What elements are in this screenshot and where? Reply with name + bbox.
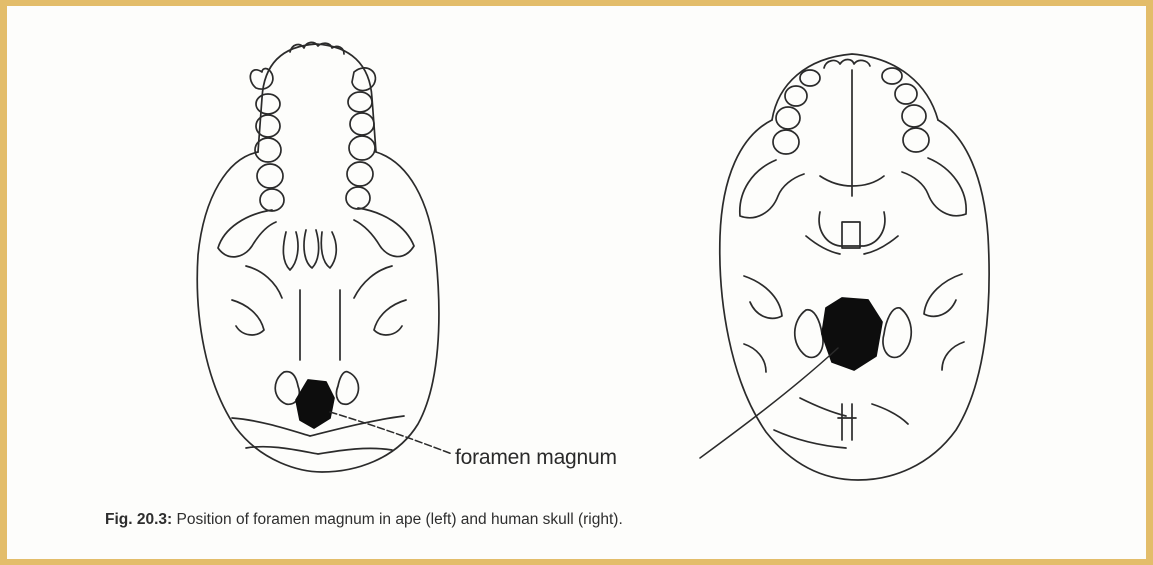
figure-caption: Fig. 20.3: Position of foramen magnum in…	[105, 511, 623, 529]
human-right-tooth-row	[882, 68, 929, 152]
ape-left-tooth-row	[255, 94, 284, 211]
ape-skull	[197, 42, 439, 472]
human-skull	[720, 54, 989, 480]
ape-right-tooth-row	[346, 92, 375, 209]
figure-caption-text: Position of foramen magnum in ape (left)…	[172, 511, 623, 528]
callout-leader-lines	[330, 348, 838, 458]
foramen-magnum-label: foramen magnum	[455, 446, 617, 470]
figure-number: Fig. 20.3:	[105, 511, 172, 528]
human-left-tooth-row	[773, 70, 820, 154]
human-foramen-magnum	[822, 298, 882, 370]
ape-foramen-magnum	[296, 380, 334, 428]
